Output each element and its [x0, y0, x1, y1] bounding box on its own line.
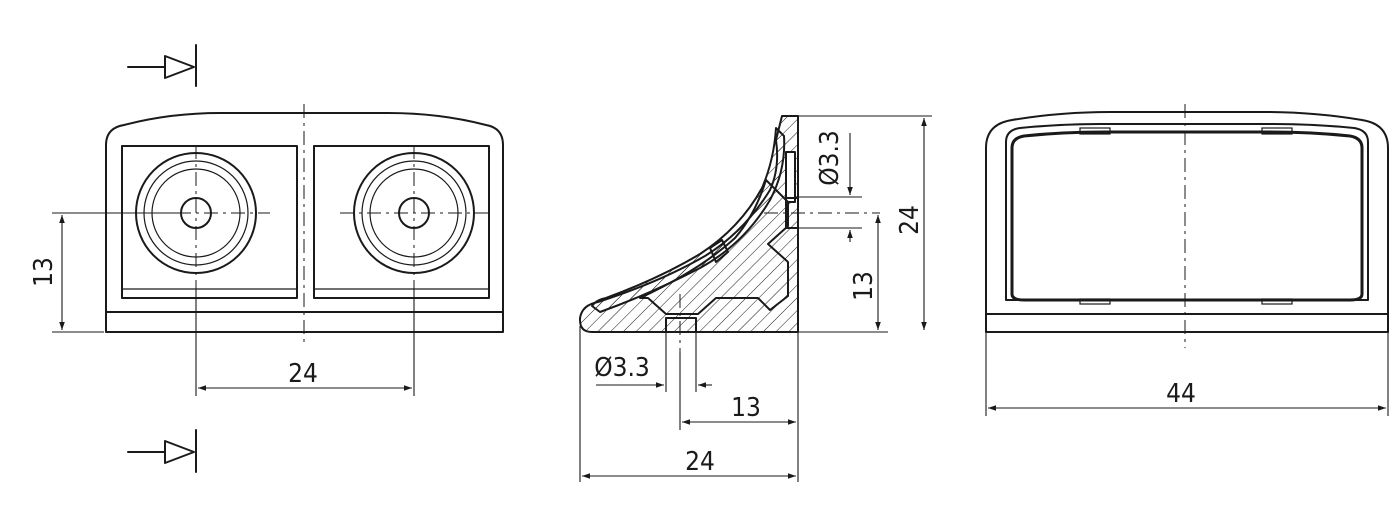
front-dim-spacing: 24	[195, 290, 415, 396]
side-dim-hole-right-label: Ø3.3	[815, 130, 845, 186]
section-arrow-top	[127, 44, 197, 87]
front-dim-height-label: 13	[29, 257, 59, 287]
side-dim-width-total-label: 24	[685, 447, 715, 477]
front-outline	[105, 112, 504, 333]
section-arrow-bottom	[127, 429, 197, 473]
top-outline	[985, 111, 1389, 333]
side-dim-height-hole: 13	[798, 215, 888, 333]
top-dim-width: 44	[985, 332, 1389, 416]
side-dim-hole-right: Ø3.3	[798, 130, 862, 242]
front-dim-height: 13	[29, 212, 178, 333]
top-inner-rim	[1005, 123, 1369, 301]
front-view: 13 24	[29, 44, 504, 473]
side-dim-height-hole-label: 13	[849, 271, 879, 301]
top-opening	[1010, 130, 1364, 302]
side-dim-width-total: 24	[579, 326, 796, 482]
side-dim-height-total-label: 24	[895, 205, 925, 235]
top-dim-width-label: 44	[1166, 379, 1196, 409]
side-dim-width-hole: 13	[679, 332, 799, 482]
side-dim-hole-bottom-label: Ø3.3	[594, 353, 650, 383]
front-dim-spacing-label: 24	[288, 359, 318, 389]
top-view: 44	[985, 104, 1389, 416]
side-section-view: Ø3.3 13 24 Ø3.3 13	[579, 115, 932, 482]
front-pocket-left	[121, 145, 298, 299]
front-pocket-right	[313, 145, 490, 299]
side-dim-height-total: 24	[798, 115, 932, 330]
side-dim-width-hole-label: 13	[731, 393, 761, 423]
side-dim-hole-bottom: Ø3.3	[594, 332, 712, 392]
